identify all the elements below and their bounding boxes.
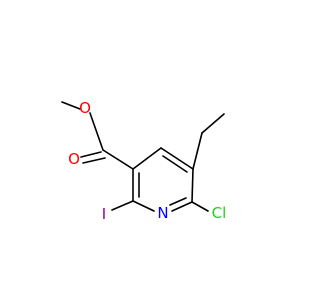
- bond-c-o-double-b: [82, 157, 106, 164]
- atom-o-carbonyl: O: [68, 150, 80, 168]
- bond-c5-ethyl: [192, 132, 203, 170]
- atom-chlorine: Cl: [212, 204, 227, 222]
- bond-ethyl-ch3: [201, 113, 225, 134]
- atom-o-ether: O: [79, 99, 91, 117]
- atom-n-ring: N: [157, 204, 168, 222]
- bond-c6-chlorine: [191, 201, 209, 212]
- bond-ring-c5-c6: [191, 168, 194, 203]
- bond-c-o-double-a: [80, 151, 102, 158]
- bond-ring-c3-c4: [132, 147, 162, 170]
- bond-o-carbonyl-c: [89, 112, 104, 151]
- bond-ring-c4-c5: [160, 147, 194, 170]
- bond-ring-c6-n: [171, 201, 193, 212]
- bond-carbonyl-ring: [102, 149, 134, 170]
- bond-c2-iodine: [111, 200, 134, 211]
- bond-ring-c6-n-inner: [169, 197, 187, 206]
- molecule-canvas: O O N I Cl: [61, 99, 227, 223]
- bond-methyl-o: [61, 101, 81, 110]
- atom-labels: O O N I Cl: [68, 99, 226, 223]
- structure-diagram: O O N I Cl: [61, 99, 226, 223]
- bonds: [61, 101, 225, 212]
- bond-ring-n-c2: [132, 200, 155, 212]
- atom-iodine: I: [102, 205, 106, 223]
- bond-ring-c4-c5-inner: [162, 155, 188, 173]
